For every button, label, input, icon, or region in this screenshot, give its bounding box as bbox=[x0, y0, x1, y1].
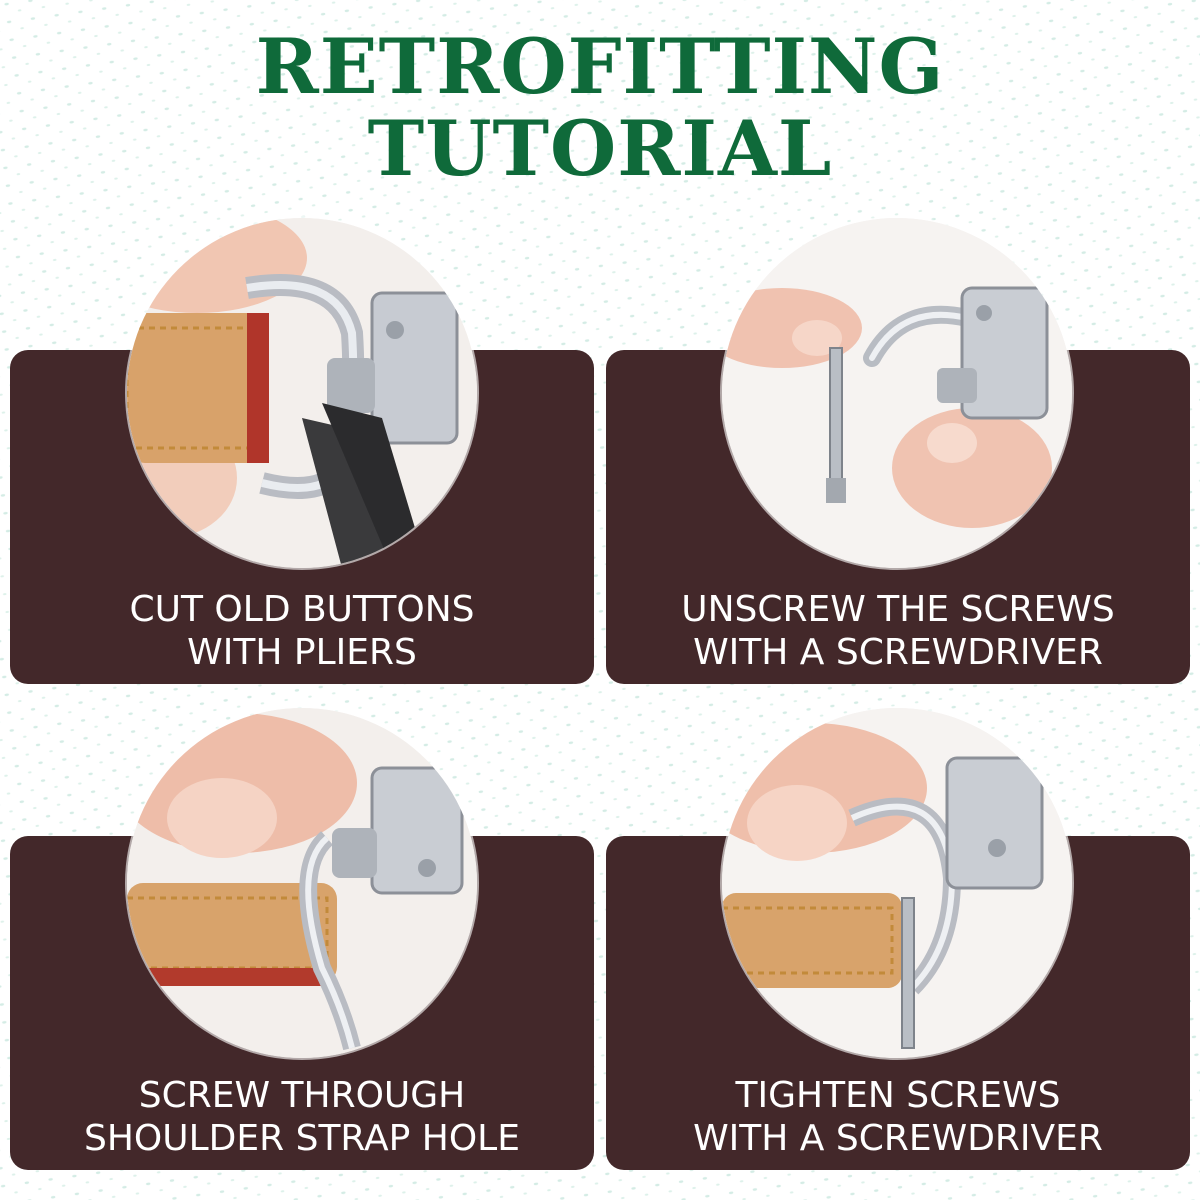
step-4-caption-line-1: TIGHTEN SCREWS bbox=[735, 1075, 1061, 1116]
pliers-cutting-illustration bbox=[127, 218, 477, 568]
step-card-3: SCREW THROUGH SHOULDER STRAP HOLE bbox=[10, 836, 594, 1170]
step-1-caption-line-1: CUT OLD BUTTONS bbox=[129, 589, 475, 630]
step-2-caption: UNSCREW THE SCREWS WITH A SCREWDRIVER bbox=[606, 588, 1190, 674]
tightening-screws-illustration bbox=[722, 708, 1072, 1058]
step-4-caption: TIGHTEN SCREWS WITH A SCREWDRIVER bbox=[606, 1074, 1190, 1160]
page-title-line-1: RETROFITTING bbox=[255, 22, 945, 111]
step-2-caption-line-1: UNSCREW THE SCREWS bbox=[681, 589, 1115, 630]
step-2-photo bbox=[722, 218, 1072, 568]
step-3-caption-line-2: SHOULDER STRAP HOLE bbox=[84, 1118, 520, 1159]
step-2-caption-line-2: WITH A SCREWDRIVER bbox=[693, 632, 1103, 673]
step-1-caption: CUT OLD BUTTONS WITH PLIERS bbox=[10, 588, 594, 674]
screw-through-strap-illustration bbox=[127, 708, 477, 1058]
unscrewing-illustration bbox=[722, 218, 1072, 568]
step-1-caption-line-2: WITH PLIERS bbox=[187, 632, 417, 673]
step-3-caption: SCREW THROUGH SHOULDER STRAP HOLE bbox=[10, 1074, 594, 1160]
step-3-photo bbox=[127, 708, 477, 1058]
step-4-caption-line-2: WITH A SCREWDRIVER bbox=[693, 1118, 1103, 1159]
page-title-line-2: TUTORIAL bbox=[367, 104, 833, 193]
step-4-photo bbox=[722, 708, 1072, 1058]
step-1-photo bbox=[127, 218, 477, 568]
step-3-caption-line-1: SCREW THROUGH bbox=[138, 1075, 466, 1116]
